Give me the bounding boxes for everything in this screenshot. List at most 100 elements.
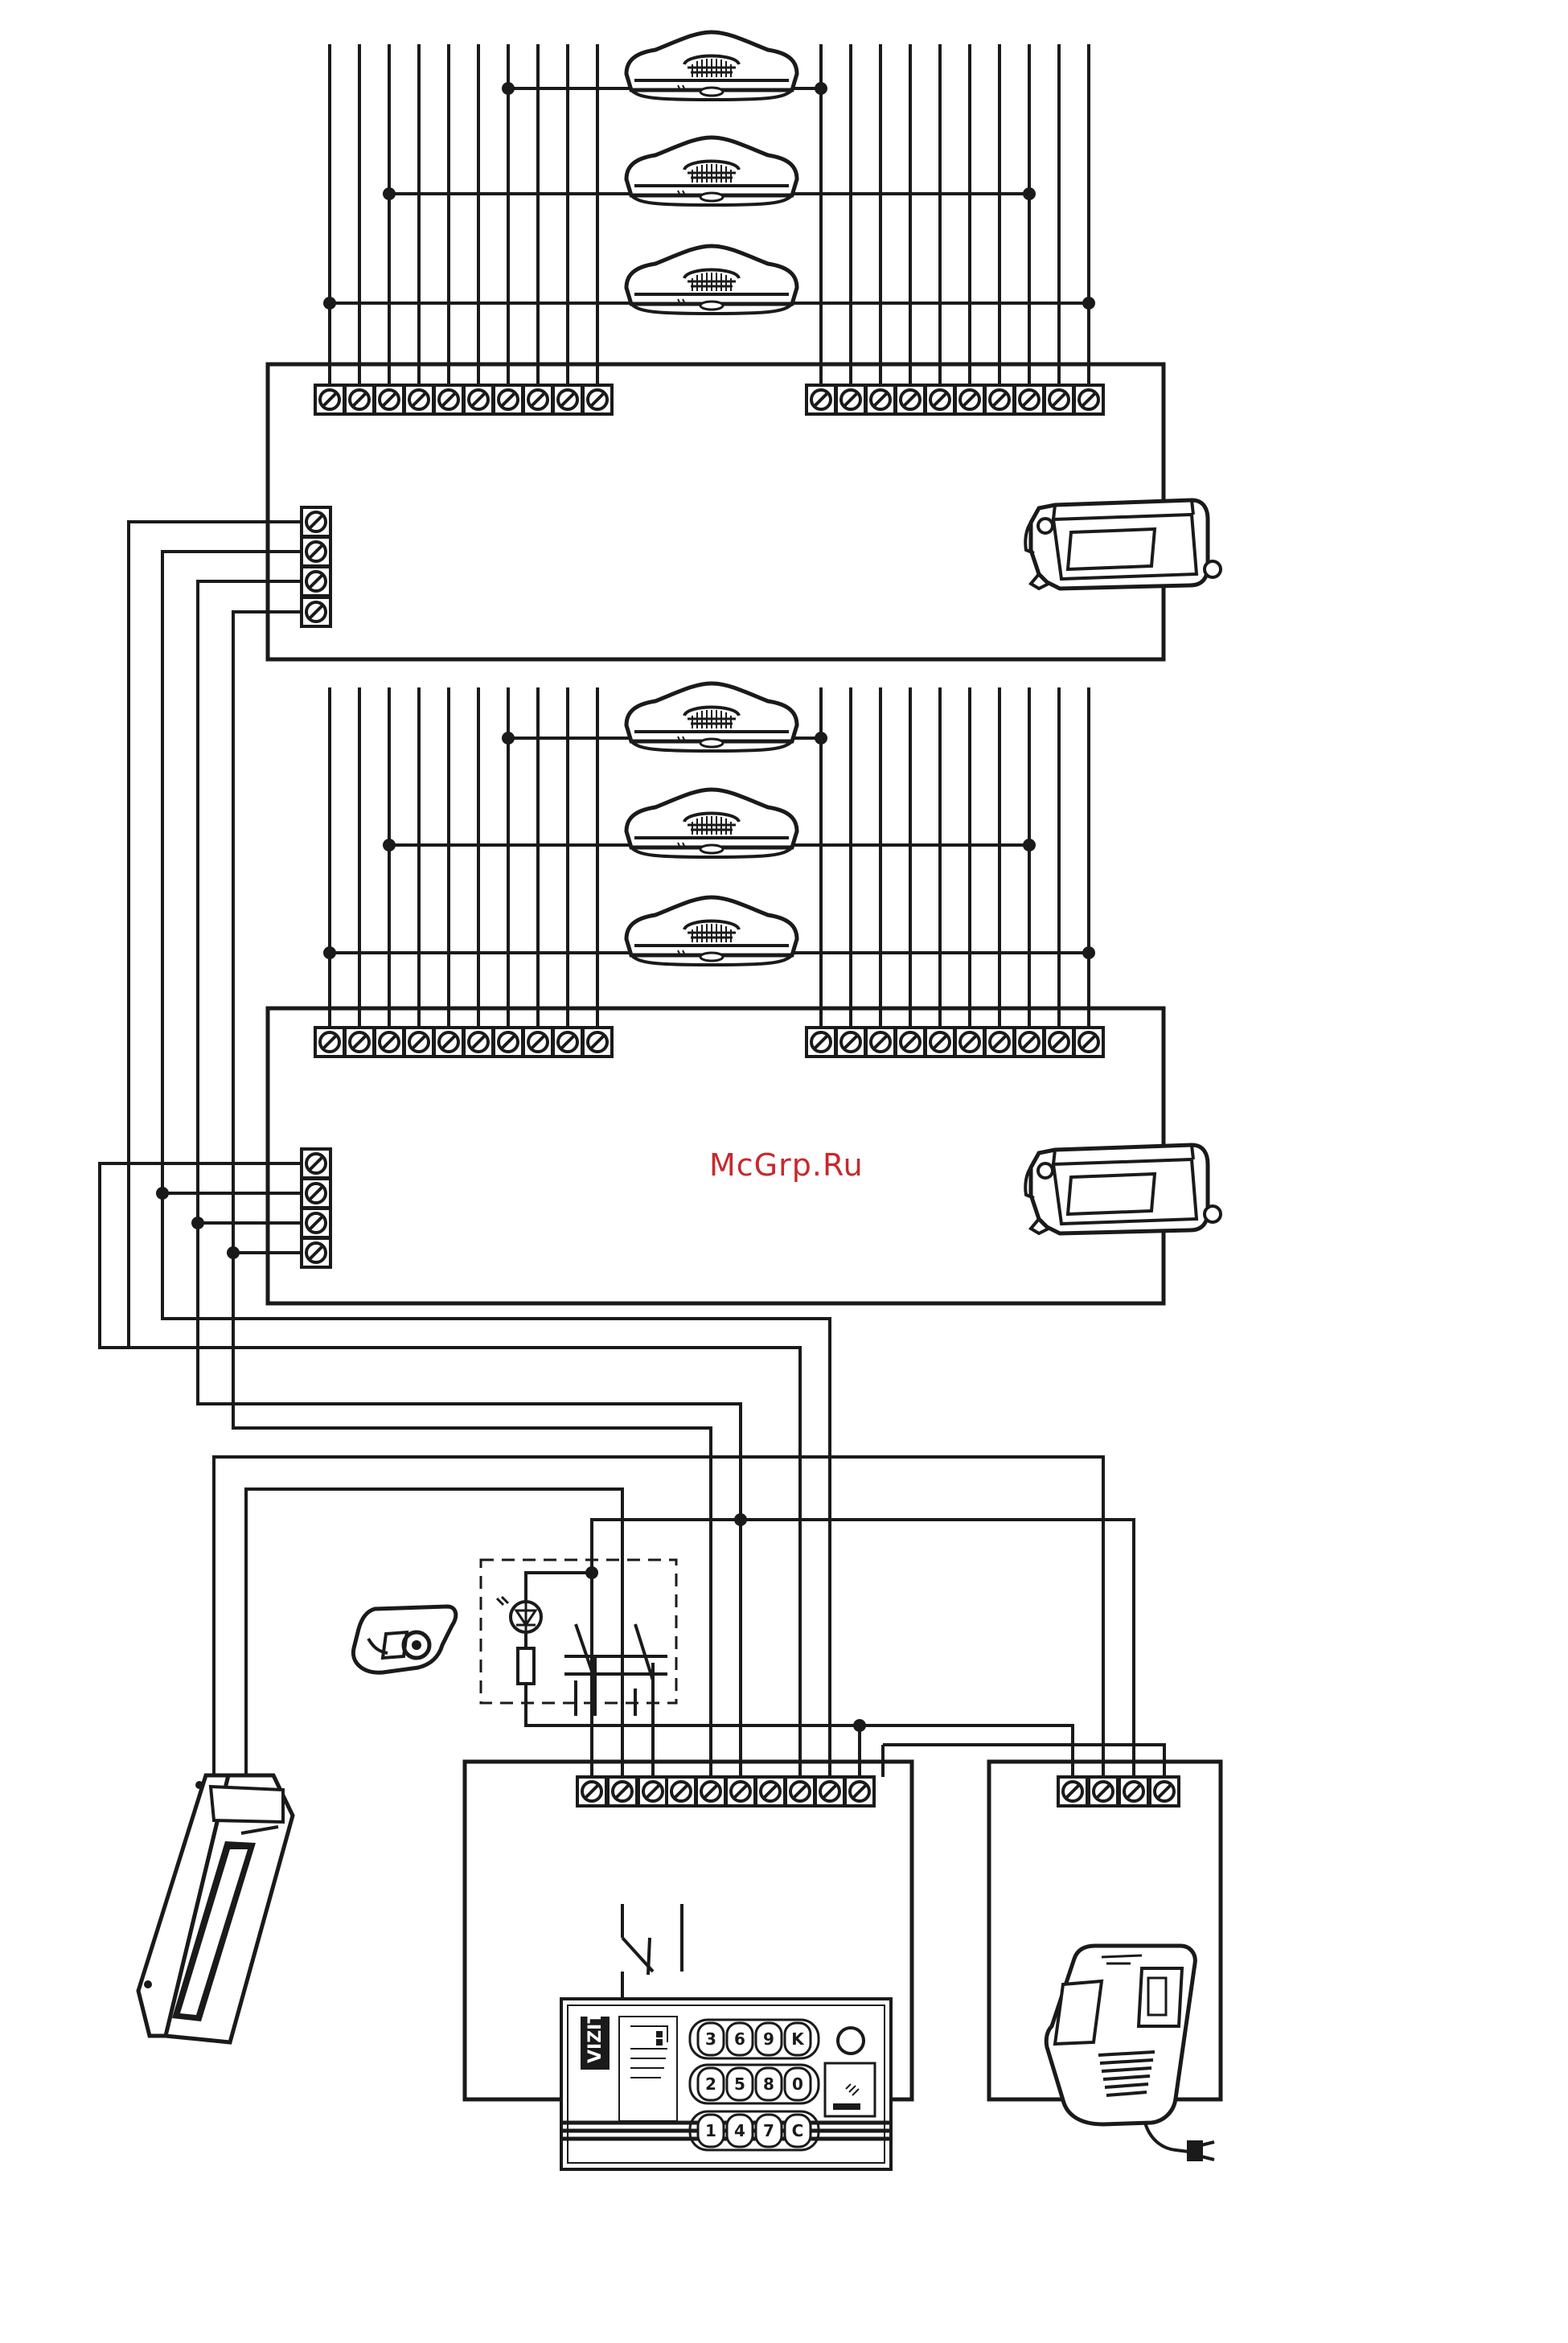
- keypad-key-label: 7: [763, 2121, 774, 2140]
- junction-dot: [383, 187, 396, 200]
- keypad-key-label: 9: [763, 2029, 774, 2049]
- call-panel-terminal: [815, 1777, 844, 1806]
- keypad-key[interactable]: 4: [727, 2115, 753, 2147]
- keypad-key-label: 1: [705, 2121, 716, 2140]
- junction-dot: [323, 946, 336, 959]
- exit-button-switch: [622, 1904, 682, 1999]
- keypad-key-label: C: [792, 2121, 804, 2140]
- call-panel-speaker-icon: [838, 2028, 864, 2054]
- riser-terminal-left: [345, 385, 374, 414]
- keypad-key[interactable]: 5: [727, 2068, 753, 2100]
- handset-5: [626, 790, 797, 857]
- riser-terminal-right: [807, 385, 835, 414]
- bus-terminal: [302, 597, 330, 626]
- block-device-1: [1025, 500, 1221, 589]
- power-supply-terminal: [1150, 1777, 1179, 1806]
- call-panel-terminal: [608, 1777, 637, 1806]
- riser-terminal-left: [583, 1028, 612, 1057]
- power-supply-terminal: [1058, 1777, 1087, 1806]
- call-panel-terminal: [577, 1777, 606, 1806]
- riser-terminal-right: [866, 385, 895, 414]
- call-panel-terminal: [638, 1777, 667, 1806]
- handset-4: [626, 683, 797, 751]
- junction-dot: [191, 1217, 204, 1229]
- riser-terminal-right: [866, 1028, 895, 1057]
- riser-terminal-right: [807, 1028, 835, 1057]
- power-supply-terminal: [1119, 1777, 1148, 1806]
- call-panel-terminal: [845, 1777, 874, 1806]
- riser-terminal-left: [494, 1028, 523, 1057]
- riser-terminal-left: [345, 1028, 374, 1057]
- keypad-key-label: 6: [734, 2029, 745, 2049]
- riser-terminal-left: [523, 385, 552, 414]
- keypad-key[interactable]: C: [785, 2115, 811, 2147]
- riser-terminal-right: [1045, 1028, 1073, 1057]
- block-device-2: [1025, 1145, 1221, 1233]
- riser-terminal-right: [955, 385, 984, 414]
- riser-terminal-left: [553, 1028, 582, 1057]
- riser-terminal-left: [404, 1028, 433, 1057]
- junction-dot: [383, 839, 396, 851]
- keypad-key-label: K: [791, 2029, 805, 2049]
- handset-2: [626, 137, 797, 205]
- keypad-key[interactable]: 7: [756, 2115, 782, 2147]
- junction-dot: [1082, 297, 1095, 310]
- bus-terminal: [302, 1179, 330, 1208]
- power-cord: [1145, 2123, 1188, 2152]
- keypad-key[interactable]: 2: [698, 2068, 724, 2100]
- power-wire-1: [592, 1520, 1134, 1777]
- keypad-key[interactable]: 9: [756, 2023, 782, 2055]
- junction-dot: [853, 1719, 866, 1732]
- riser-terminal-right: [985, 385, 1014, 414]
- junction-dot: [1023, 187, 1036, 200]
- keypad-key-label: 5: [734, 2074, 745, 2094]
- bus-terminal: [302, 507, 330, 536]
- junction-dot: [1082, 946, 1095, 959]
- riser-terminal-right: [836, 385, 865, 414]
- watermark: McGrp.Ru: [709, 1147, 864, 1183]
- keypad-key-label: 0: [792, 2074, 803, 2094]
- keypad-key[interactable]: 0: [785, 2068, 811, 2100]
- power-supply: [1046, 1946, 1214, 2160]
- riser-terminal-right: [955, 1028, 984, 1057]
- riser-terminal-left: [315, 1028, 344, 1057]
- junction-dot: [815, 732, 827, 745]
- lock-wire-1: [214, 1457, 1103, 1777]
- junction-dot: [734, 1513, 747, 1526]
- riser-terminal-right: [926, 385, 954, 414]
- bus-terminal: [302, 1149, 330, 1178]
- riser-terminal-right: [926, 1028, 954, 1057]
- keypad-key-label: 3: [705, 2029, 716, 2049]
- handset-3: [626, 246, 797, 314]
- electromagnetic-lock: [138, 1775, 293, 2042]
- call-panel-terminal: [786, 1777, 815, 1806]
- riser-terminal-right: [1045, 385, 1073, 414]
- riser-terminal-right: [1015, 385, 1044, 414]
- riser-terminal-left: [375, 1028, 404, 1057]
- riser-terminal-left: [464, 385, 493, 414]
- light-rays-icon: [497, 1597, 508, 1605]
- power-plug-icon: [1188, 2142, 1214, 2160]
- riser-terminal-right: [1015, 1028, 1044, 1057]
- bus-wire-3: [198, 581, 741, 1777]
- riser-terminal-left: [434, 385, 463, 414]
- keypad-key[interactable]: 3: [698, 2023, 724, 2055]
- keypad-key[interactable]: 8: [756, 2068, 782, 2100]
- led-wire: [526, 1573, 592, 1602]
- riser-terminal-right: [896, 385, 925, 414]
- riser-terminal-left: [464, 1028, 493, 1057]
- bus-terminal: [302, 1238, 330, 1267]
- resistor-symbol: [518, 1648, 534, 1684]
- riser-terminal-left: [375, 385, 404, 414]
- riser-terminal-left: [523, 1028, 552, 1057]
- keypad-key[interactable]: 1: [698, 2115, 724, 2147]
- junction-dot: [156, 1187, 169, 1200]
- riser-terminal-right: [1074, 1028, 1103, 1057]
- junction-dot: [815, 82, 827, 95]
- bus-terminal: [302, 537, 330, 566]
- call-panel-terminal: [726, 1777, 755, 1806]
- keypad-key[interactable]: 6: [727, 2023, 753, 2055]
- keypad-key[interactable]: K: [785, 2023, 811, 2055]
